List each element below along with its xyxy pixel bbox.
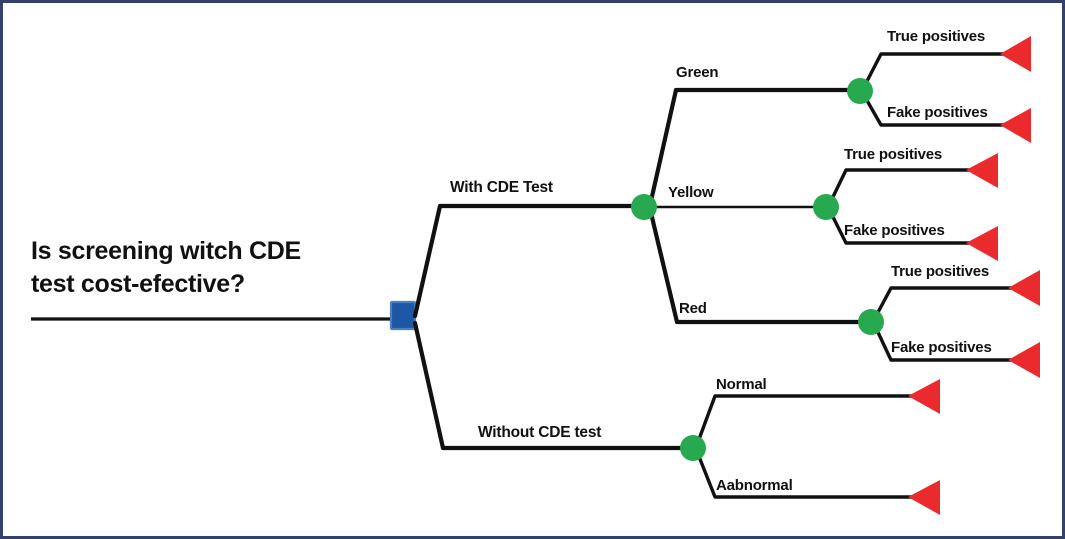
edge-green-fake-positives [863, 95, 1005, 127]
terminal-triangle-yellow-fake-positives[interactable] [966, 226, 998, 261]
decision-node-square[interactable] [389, 300, 417, 331]
chance-node-without-cde-test[interactable] [680, 435, 706, 461]
label-red-true-positives: True positives [891, 263, 990, 280]
chance-node-with-cde-test[interactable] [631, 194, 657, 220]
terminal-triangle-aabnormal[interactable] [908, 480, 940, 515]
decision-tree-graphic [31, 36, 1040, 515]
chance-node-yellow[interactable] [813, 194, 839, 220]
label-green-fake-positives: Fake positives [887, 104, 988, 121]
chance-node-green[interactable] [847, 78, 873, 104]
edge-aabnormal [696, 452, 913, 499]
label-normal: Normal [716, 376, 767, 393]
edge-yellow-fake-positives [829, 211, 971, 245]
label-red-fake-positives: Fake positives [891, 339, 992, 356]
edge-red [648, 210, 874, 325]
edge-red-fake-positives [874, 326, 1013, 362]
label-yellow: Yellow [668, 184, 714, 201]
edge-normal [696, 394, 913, 444]
label-with-cde-test: With CDE Test [450, 179, 553, 196]
label-green: Green [676, 64, 719, 81]
label-yellow-fake-positives: Fake positives [844, 222, 945, 239]
terminal-triangle-normal[interactable] [908, 379, 940, 414]
edge-green-true-positives [863, 52, 1005, 87]
chance-node-red[interactable] [858, 309, 884, 335]
label-green-true-positives: True positives [887, 28, 986, 45]
label-without-cde-test: Without CDE test [478, 424, 602, 441]
label-aabnormal: Aabnormal [716, 477, 793, 494]
label-yellow-true-positives: True positives [844, 146, 943, 163]
terminal-triangle-green-true-positives[interactable] [1000, 36, 1031, 72]
root-question-text: Is screening witch CDE test cost-efectiv… [31, 237, 301, 298]
terminal-triangle-red-true-positives[interactable] [1008, 270, 1040, 306]
edge-with-cde-test [412, 203, 647, 319]
terminal-triangle-green-fake-positives[interactable] [1000, 108, 1031, 143]
terminal-triangle-red-fake-positives[interactable] [1008, 342, 1040, 378]
terminal-triangle-yellow-true-positives[interactable] [966, 153, 998, 188]
label-red: Red [679, 300, 707, 317]
edge-yellow-true-positives [829, 168, 971, 203]
edge-green [648, 87, 863, 204]
edge-red-true-positives [874, 286, 1013, 318]
edge-without-cde-test [412, 320, 696, 451]
